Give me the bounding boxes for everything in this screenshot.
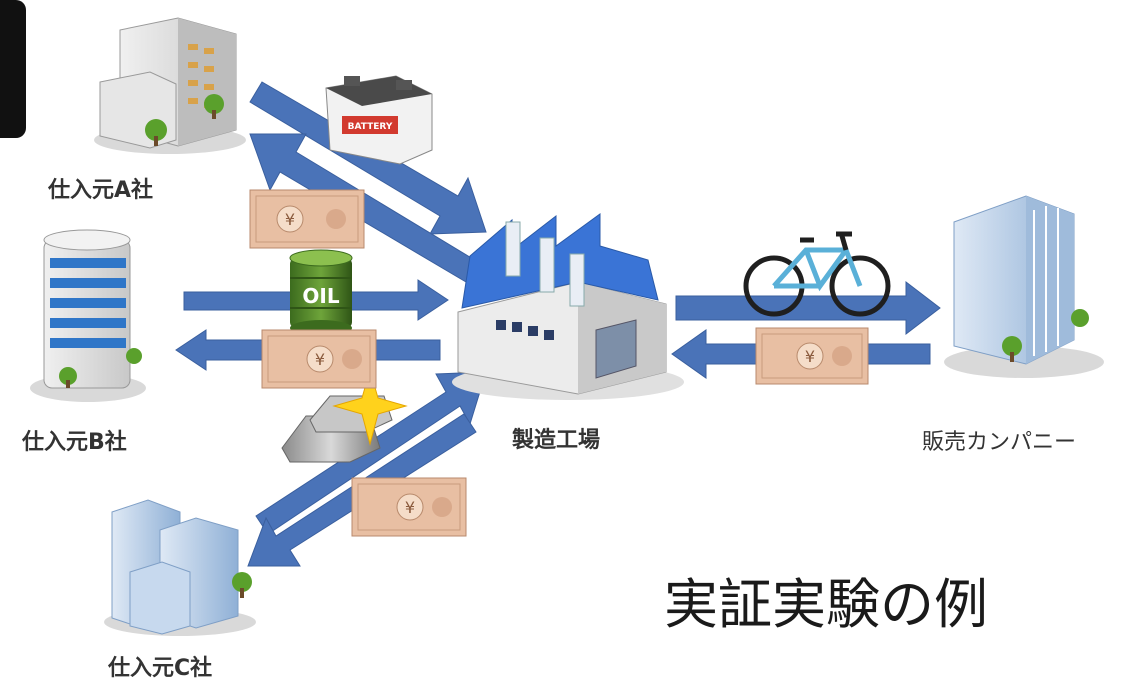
supplier-c-building-icon [104, 499, 256, 636]
yen-symbol: ¥ [405, 498, 415, 517]
arrow-c-to-factory [255, 371, 487, 535]
money-note-a: ¥ [249, 189, 365, 249]
oil-drum-icon: OIL [289, 249, 353, 336]
label-sales-company: 販売カンパニー [922, 430, 1077, 455]
oil-text: OIL [302, 284, 339, 308]
yen-symbol: ¥ [285, 210, 295, 229]
yen-symbol: ¥ [805, 347, 815, 366]
money-note-c: ¥ [351, 477, 467, 537]
factory-icon [452, 213, 684, 400]
arrow-factory-to-sales [675, 280, 941, 336]
battery-icon: BATTERY [325, 75, 433, 165]
sales-company-building-icon [944, 195, 1104, 378]
supplier-a-building-icon [94, 17, 246, 154]
battery-text: BATTERY [348, 122, 393, 132]
yen-symbol: ¥ [315, 350, 325, 369]
label-supplier-b: 仕入元B社 [22, 430, 127, 455]
caption: 実証実験の例 [664, 573, 988, 636]
money-note-b: ¥ [261, 329, 377, 389]
supplier-b-building-icon [30, 229, 146, 402]
metal-ingot-icon [281, 368, 408, 463]
money-note-sales: ¥ [755, 327, 869, 385]
label-factory: 製造工場 [512, 428, 601, 453]
label-supplier-a: 仕入元A社 [48, 178, 154, 203]
label-supplier-c: 仕入元C社 [108, 656, 213, 681]
corner-bracket [0, 0, 26, 138]
bicycle-icon [743, 231, 891, 317]
